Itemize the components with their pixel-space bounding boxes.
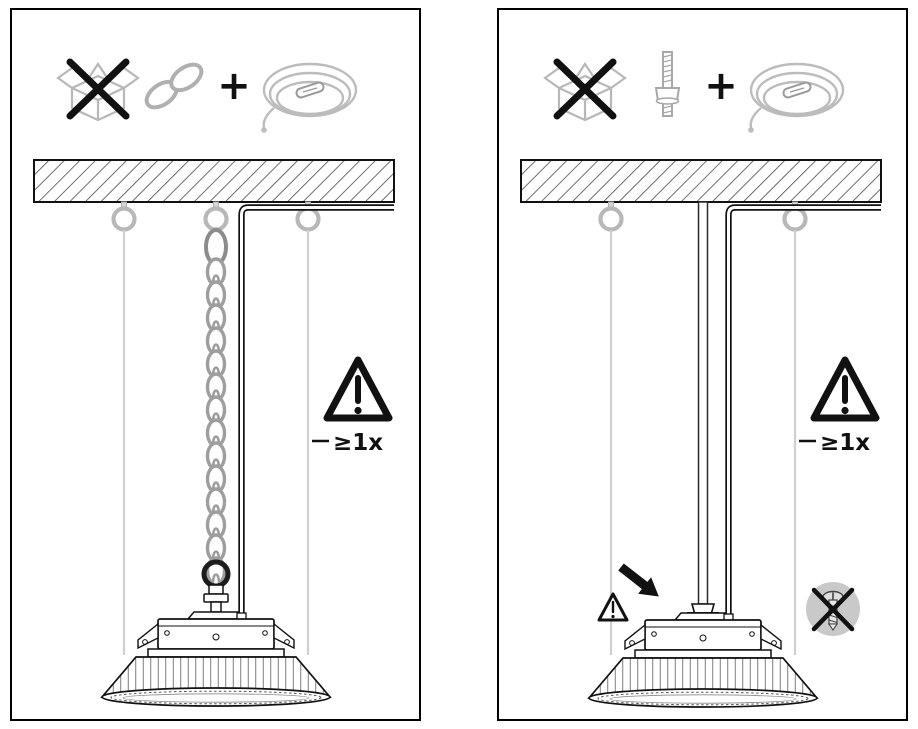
ceiling-eye-bolt-left [111, 201, 137, 232]
mounting-plate [186, 611, 246, 620]
cross-x-mark [66, 58, 130, 120]
crossed-out-box-icon [543, 58, 627, 122]
panel-rod-suspension: + [497, 8, 908, 721]
warning-triangle-small-icon [597, 592, 629, 622]
ceiling-hatched-bar [520, 159, 882, 203]
safety-cable-coil-icon [748, 62, 845, 133]
panel-chain-suspension: + [10, 8, 421, 721]
mounting-ear-left [624, 623, 646, 651]
heatsink-flange [634, 649, 772, 659]
heatsink-flange [147, 648, 285, 658]
power-cable [725, 204, 881, 616]
ufo-highbay-luminaire [100, 559, 332, 707]
mounting-ear-left [137, 622, 159, 650]
chain-mounting-illustration: + [33, 58, 395, 707]
safety-cable-coil-icon [261, 62, 358, 133]
warning-triangle-icon [810, 356, 880, 422]
attention-arrow-icon [618, 563, 659, 597]
plus-separator: + [704, 63, 738, 109]
mounting-ear-right [760, 623, 782, 651]
ceiling-eye-bolt-center [203, 201, 229, 232]
mounting-plate [673, 612, 733, 621]
min-quantity-label: ≥1x [333, 430, 383, 456]
crossed-out-box-icon [56, 58, 140, 122]
no-wood-screw-icon [806, 582, 860, 636]
mounting-ear-right [273, 622, 295, 650]
warning-triangle-icon [323, 356, 393, 422]
plus-separator: + [217, 63, 251, 109]
threaded-rod-icon [654, 51, 681, 117]
power-cable [238, 204, 394, 616]
cross-x-mark [811, 587, 855, 632]
suspension-chain [204, 228, 228, 593]
ceiling-hatched-bar [33, 159, 395, 203]
rod-hex-nut [690, 603, 716, 614]
ceiling-eye-bolt-left [598, 201, 624, 232]
ufo-highbay-luminaire [587, 603, 819, 708]
cross-x-mark [553, 58, 617, 120]
suspension-threaded-rod [697, 201, 709, 605]
rod-mounting-illustration: + [520, 51, 882, 708]
min-quantity-label: ≥1x [820, 430, 870, 456]
chain-icon [144, 62, 204, 110]
